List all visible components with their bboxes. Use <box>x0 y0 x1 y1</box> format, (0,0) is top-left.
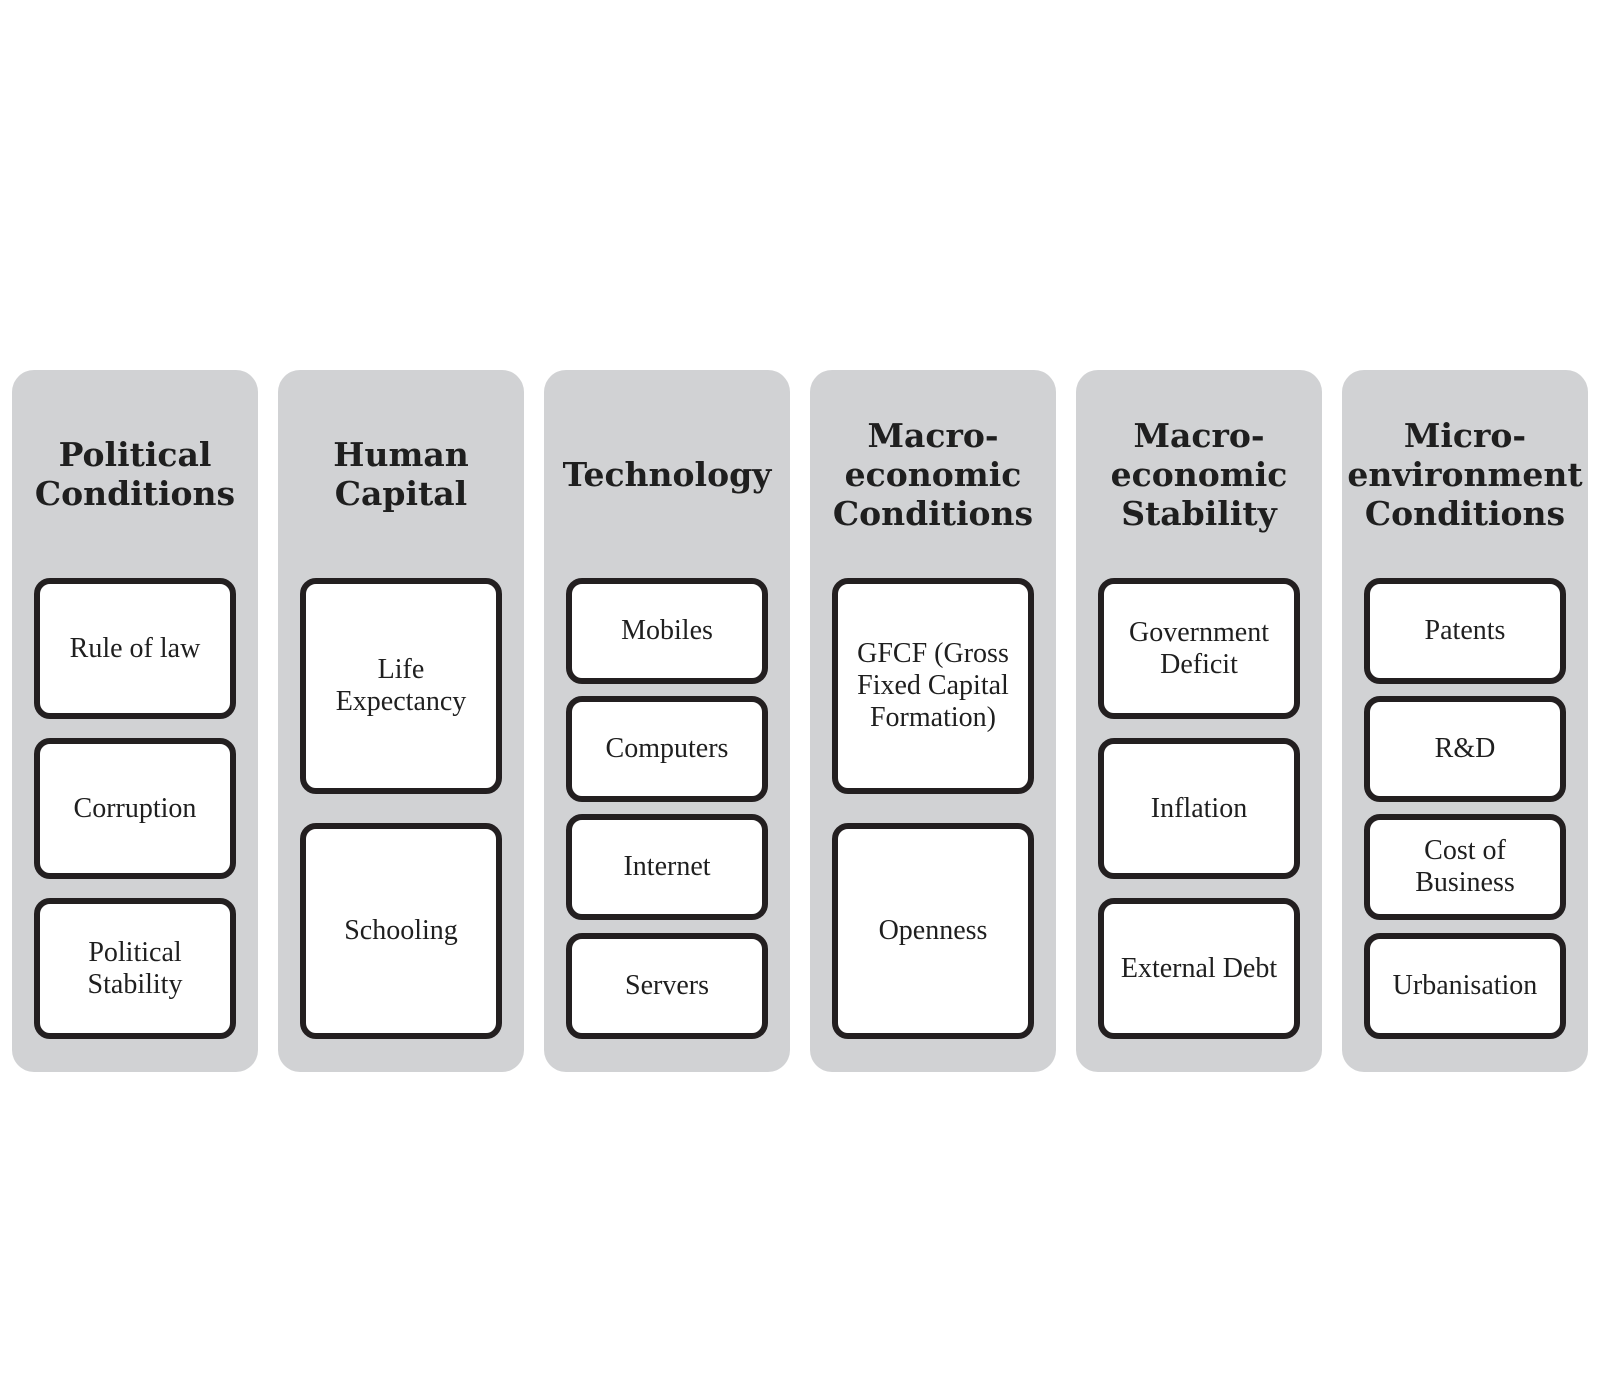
item-box: Corruption <box>34 738 236 879</box>
column-macroeconomic-stability: Macro- economic Stability Government Def… <box>1076 370 1322 1072</box>
column-title: Technology <box>562 454 772 494</box>
column-human-capital: Human Capital Life Expectancy Schooling <box>278 370 524 1072</box>
item-box: Schooling <box>300 823 502 1039</box>
column-title: Micro- environment Conditions <box>1347 415 1583 533</box>
item-box: Computers <box>566 696 768 802</box>
item-box: Servers <box>566 933 768 1039</box>
item-box: GFCF (Gross Fixed Capital Formation) <box>832 578 1034 794</box>
item-box: Internet <box>566 814 768 920</box>
column-title: Political Conditions <box>34 435 236 513</box>
item-box: Patents <box>1364 578 1566 684</box>
item-box: Government Deficit <box>1098 578 1300 719</box>
column-macroeconomic-conditions: Macro- economic Conditions GFCF (Gross F… <box>810 370 1056 1072</box>
item-box: External Debt <box>1098 898 1300 1039</box>
item-box: Rule of law <box>34 578 236 719</box>
item-box: Cost of Business <box>1364 814 1566 920</box>
item-box: Openness <box>832 823 1034 1039</box>
column-political-conditions: Political Conditions Rule of law Corrupt… <box>12 370 258 1072</box>
column-microenvironment-conditions: Micro- environment Conditions Patents R&… <box>1342 370 1588 1072</box>
item-box: Inflation <box>1098 738 1300 879</box>
item-box: Mobiles <box>566 578 768 684</box>
column-title: Macro- economic Stability <box>1110 415 1288 533</box>
item-box: R&D <box>1364 696 1566 802</box>
item-box: Political Stability <box>34 898 236 1039</box>
column-title: Human Capital <box>333 435 469 513</box>
column-title: Macro- economic Conditions <box>832 415 1034 533</box>
column-technology: Technology Mobiles Computers Internet Se… <box>544 370 790 1072</box>
item-box: Life Expectancy <box>300 578 502 794</box>
item-box: Urbanisation <box>1364 933 1566 1039</box>
